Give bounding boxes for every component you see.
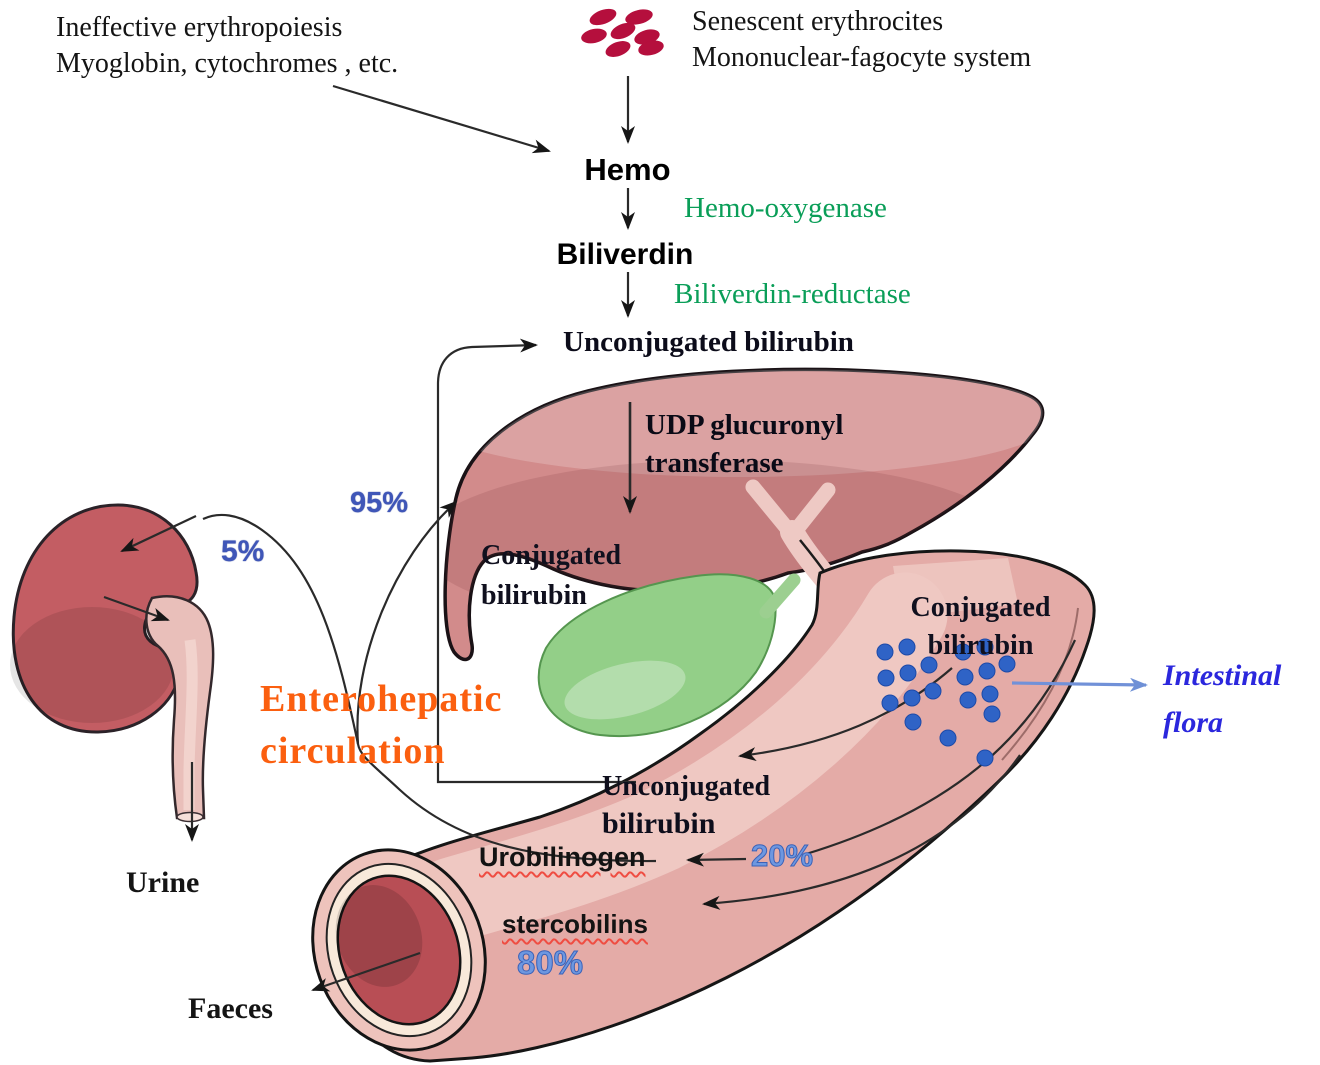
conjugated-intestine-line2: bilirubin (927, 630, 1034, 661)
intestinal-flora-label: Intestinal flora (1163, 652, 1281, 746)
unconjugated-bilirubin-top-label: Unconjugated bilirubin (563, 324, 854, 361)
unconjugated-top-word2: bilirubin (744, 326, 854, 358)
intestinal-flora-line1: Intestinal (1163, 659, 1282, 692)
stercobilins-label: stercobilins (502, 909, 648, 939)
hemo-label: Hemo (584, 152, 671, 187)
biliverdin-label: Biliverdin (556, 238, 694, 271)
pct-5-label: 5% (221, 535, 265, 568)
biliverdin-reductase-label: Biliverdin-reductase (674, 278, 911, 310)
erythrocyte-system-line1: Senescent erythrocites (692, 6, 944, 37)
intestinal-flora-line2: flora (1163, 706, 1223, 739)
unconjugated-top-word1: Unconjugated (563, 326, 738, 358)
udp-line2: transferase (645, 447, 784, 479)
enterohepatic-circulation-label: Enterohepatic circulation (260, 673, 502, 777)
pct-80-label: 80% (516, 943, 584, 981)
urobilinogen-label: Urobilinogen (479, 842, 646, 872)
conjugated-liver-line2: bilirubin (481, 580, 587, 611)
conjugated-liver-line1: Conjugated (481, 540, 622, 571)
kidney-shape (10, 503, 199, 734)
arrow-into-kidney (120, 515, 197, 552)
unconjugated-intestine-line2: bilirubin (602, 807, 716, 840)
erythrocyte-system-label: Senescent erythrocites Mononuclear-fagoc… (692, 4, 1031, 76)
faeces-label: Faeces (188, 992, 273, 1025)
unconjugated-intestine-line1: Unconjugated (602, 771, 771, 802)
enterohepatic-line2: circulation (260, 730, 446, 772)
arrow-sources-to-hemo (332, 84, 551, 154)
curve-20pct (805, 639, 1077, 856)
udp-line1: UDP glucuronyl (645, 409, 844, 441)
connector-reabsorption-elbow (436, 338, 636, 784)
unconjugated-bilirubin-intestine-label: Unconjugated bilirubin (602, 768, 770, 842)
curve-80pct-to-stercobilins (702, 754, 1021, 910)
conjugated-bilirubin-dots (876, 638, 1016, 767)
enterohepatic-line1: Enterohepatic (260, 678, 503, 720)
heme-sources-label: Ineffective erythropoiesis Myoglobin, cy… (56, 10, 398, 82)
urine-label: Urine (126, 866, 200, 899)
curve-95pct-to-liver (356, 500, 458, 745)
erythrocyte-system-line2: Mononuclear-fagocyte system (692, 41, 1032, 73)
pct-95-label: 95% (350, 487, 409, 519)
pct-20-label: 20% (750, 838, 814, 874)
hemo-oxygenase-label: Hemo-oxygenase (684, 192, 887, 224)
arrow-to-faeces (311, 951, 421, 992)
gallbladder-shape (537, 573, 801, 737)
conjugated-bilirubin-liver-label: Conjugated bilirubin (481, 536, 621, 616)
red-blood-cells-icon (581, 8, 664, 57)
conjugated-intestine-line1: Conjugated (910, 592, 1051, 623)
arrow-20pct-to-urobilinogen (686, 852, 747, 867)
curve-5pct-to-kidney (202, 513, 360, 745)
intestine-opening (311, 848, 487, 1052)
udp-glucuronyl-transferase-label: UDP glucuronyl transferase (645, 406, 843, 482)
heme-sources-line1: Ineffective erythropoiesis (56, 12, 343, 43)
conjugated-bilirubin-intestine-label: Conjugated bilirubin (898, 589, 1063, 665)
heme-sources-line2: Myoglobin, cytochromes , etc. (56, 47, 399, 79)
curve-urobilinogen-stem (356, 743, 657, 863)
arrow-intestinal-flora (1011, 677, 1148, 692)
ureter-shape (145, 595, 215, 823)
arrow-kidney-to-ureter (103, 595, 170, 622)
